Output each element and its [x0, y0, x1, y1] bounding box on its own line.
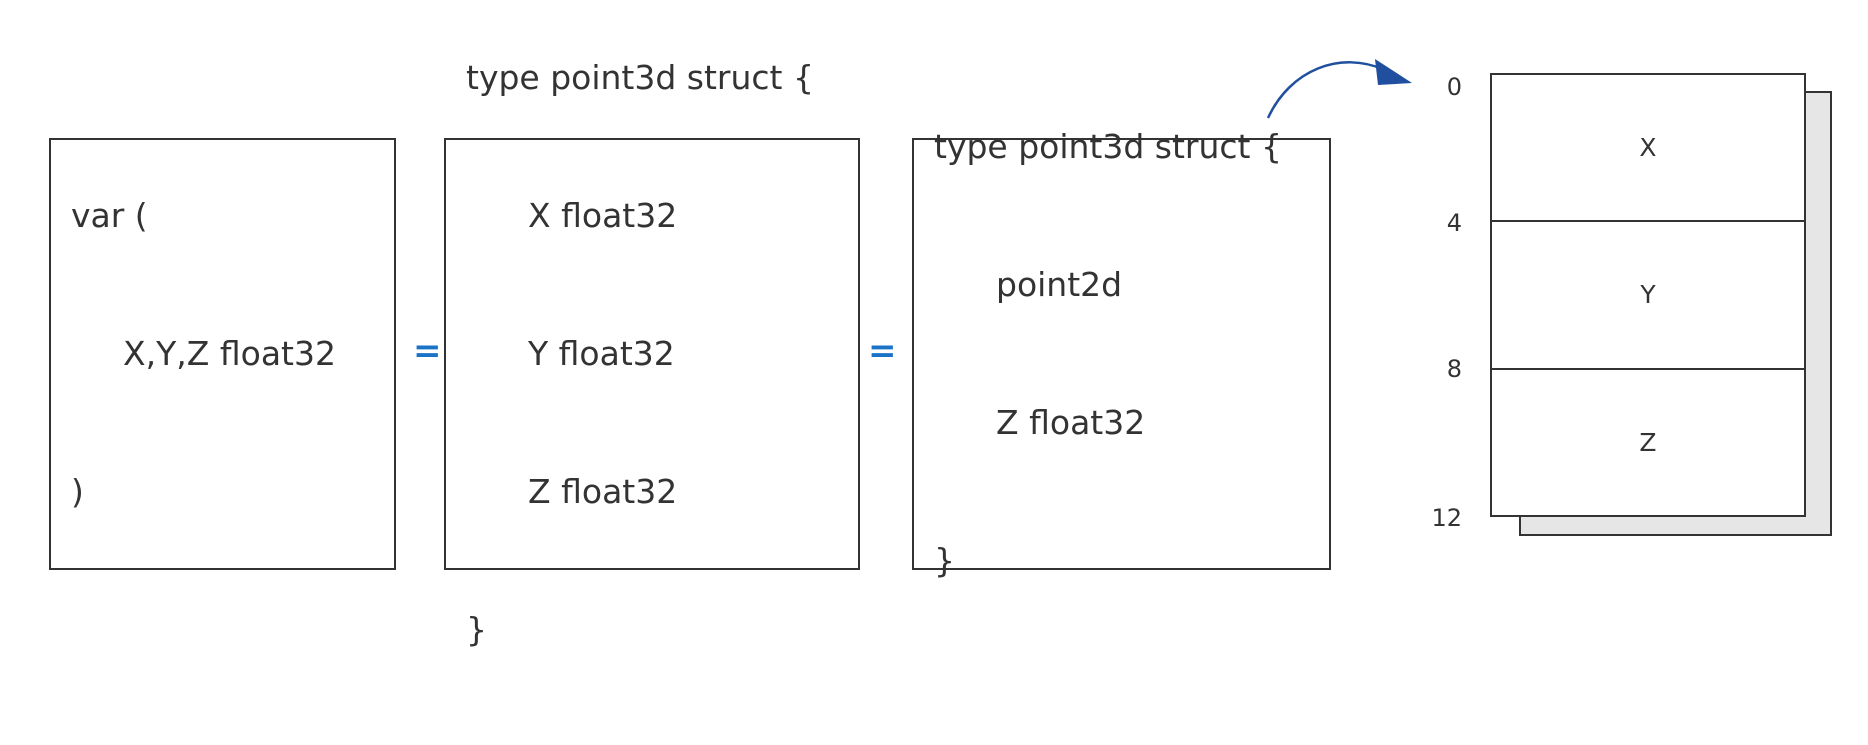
offset-label: 8 [1446, 355, 1462, 383]
code-line: X float32 [528, 196, 678, 235]
code-line: type point3d struct { [934, 127, 1282, 166]
memory-layout: X Y Z [1490, 73, 1806, 517]
code-box-var-decl: var ( X,Y,Z float32 ) [49, 138, 396, 570]
code-line: ) [71, 472, 84, 511]
code-box-struct-embedded: type point3d struct { point2d Z float32 … [912, 127, 1331, 580]
offset-label: 0 [1446, 73, 1462, 101]
memory-cell-x: X [1639, 133, 1657, 163]
arrow-curve [1266, 61, 1386, 119]
memory-cell-z: Z [1492, 367, 1804, 515]
code-line: } [466, 610, 487, 649]
code-line: Y float32 [528, 334, 675, 373]
code-box-struct-fields: type point3d struct { X float32 Y float3… [444, 58, 860, 649]
offset-label: 12 [1431, 504, 1462, 532]
code-line: X,Y,Z float32 [123, 334, 336, 373]
memory-cell-y: Y [1492, 220, 1804, 367]
code-line: var ( [71, 196, 148, 235]
code-line: type point3d struct { [466, 58, 814, 97]
code-line: } [934, 541, 955, 580]
equals-sign: = [413, 331, 442, 371]
code-text: var ( X,Y,Z float32 ) [71, 101, 336, 607]
equals-sign: = [868, 331, 897, 371]
arrow-head [1375, 59, 1412, 85]
code-text: type point3d struct { point2d Z float32 … [934, 32, 1282, 676]
code-line: point2d [996, 265, 1123, 304]
code-line: Z float32 [996, 403, 1146, 442]
offset-label: 4 [1446, 209, 1462, 237]
code-line: Z float32 [528, 472, 678, 511]
code-text: type point3d struct { X float32 Y float3… [466, 0, 814, 745]
